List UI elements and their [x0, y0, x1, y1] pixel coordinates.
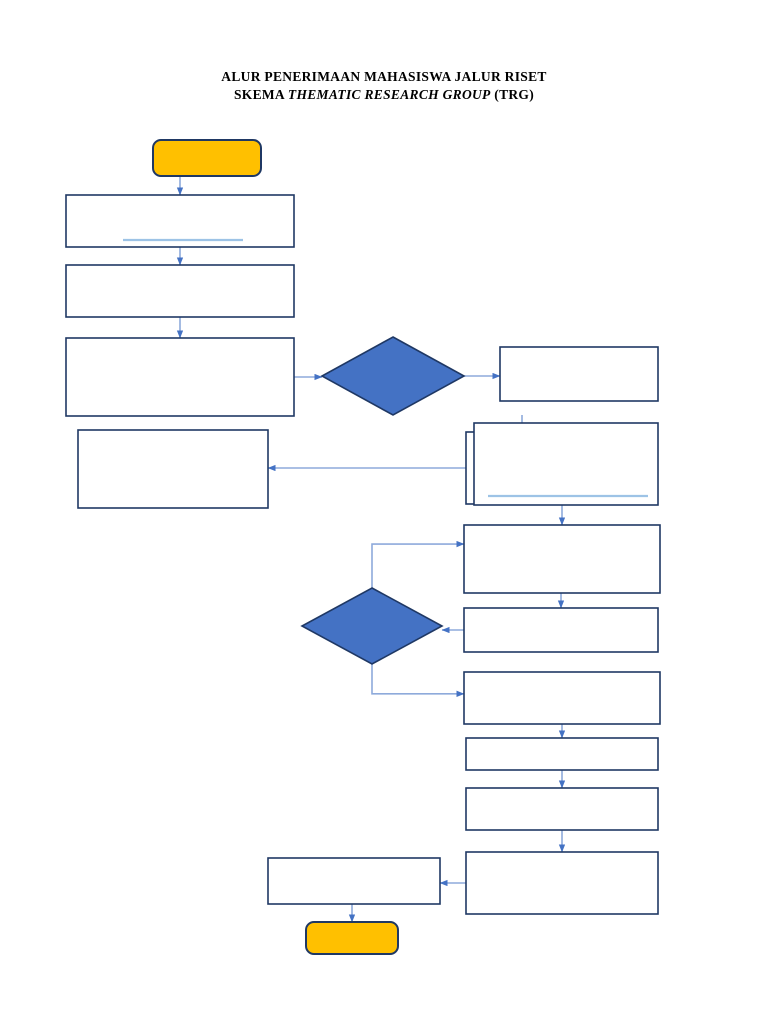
process-shape: [473, 422, 659, 506]
process-shape: [499, 346, 659, 402]
node-decision-d2[interactable]: [300, 587, 444, 665]
title-suffix: (TRG): [490, 87, 535, 103]
diagram-title: ALUR PENERIMAAN MAHASISWA JALUR RISET SK…: [0, 68, 768, 104]
process-shape: [463, 524, 661, 594]
node-process-n15[interactable]: [267, 857, 441, 905]
node-process-n8[interactable]: [473, 422, 659, 506]
node-process-n7[interactable]: [77, 429, 269, 509]
node-process-n12[interactable]: [465, 737, 659, 771]
process-shape: [465, 851, 659, 915]
nodes-layer: [65, 139, 661, 955]
process-shape: [465, 737, 659, 771]
decision-shape: [320, 336, 466, 416]
process-shape: [65, 194, 295, 248]
process-shape: [65, 337, 295, 417]
process-shape: [465, 787, 659, 831]
node-process-n14[interactable]: [465, 851, 659, 915]
node-process-n10[interactable]: [463, 607, 659, 653]
process-shape: [463, 671, 661, 725]
decision-shape: [300, 587, 444, 665]
node-terminator-n16[interactable]: [305, 921, 399, 955]
node-terminator-n1[interactable]: [152, 139, 262, 177]
title-line-1: ALUR PENERIMAAN MAHASISWA JALUR RISET: [221, 69, 547, 84]
node-process-n13[interactable]: [465, 787, 659, 831]
title-emphasis: THEMATIC RESEARCH GROUP: [287, 87, 491, 103]
node-decision-d1[interactable]: [320, 336, 466, 416]
terminator-shape: [152, 139, 262, 177]
node-process-n2[interactable]: [65, 194, 295, 248]
process-shape: [463, 607, 659, 653]
edge-d2-to-n11: [371, 664, 465, 698]
process-shape: [267, 857, 441, 905]
edge-d2-to-n9: [371, 540, 465, 588]
node-process-n11[interactable]: [463, 671, 661, 725]
node-process-n4[interactable]: [65, 337, 295, 417]
terminator-shape: [305, 921, 399, 955]
node-process-n5[interactable]: [499, 346, 659, 402]
node-process-n9[interactable]: [463, 524, 661, 594]
title-line-2: SKEMA THEMATIC RESEARCH GROUP (TRG): [0, 86, 768, 104]
process-shape: [65, 264, 295, 318]
title-prefix: SKEMA: [233, 87, 288, 103]
process-shape: [77, 429, 269, 509]
node-process-n3[interactable]: [65, 264, 295, 318]
